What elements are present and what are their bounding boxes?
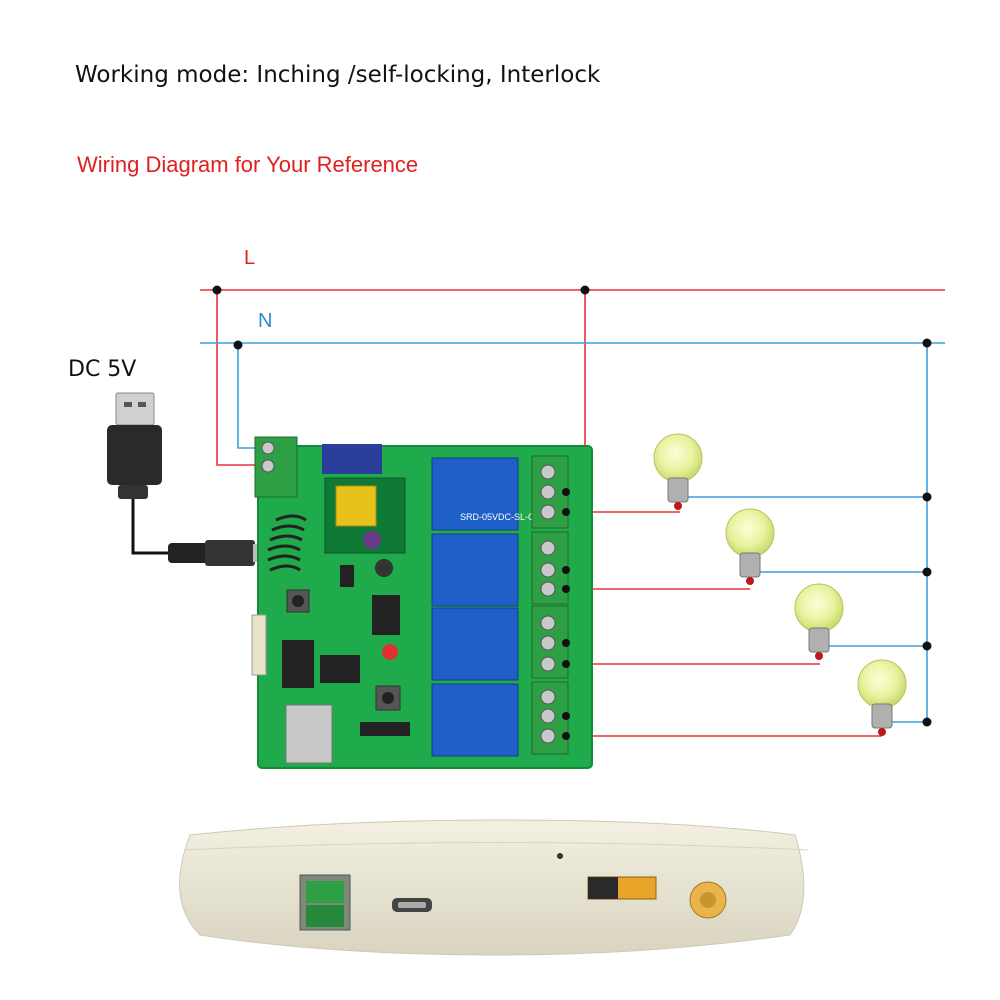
neutral-line-label: N	[258, 310, 272, 332]
output-terminal-block-icon	[531, 455, 569, 755]
dc-jack-icon	[689, 881, 727, 919]
micro-usb-port-icon	[392, 898, 432, 912]
dc-5v-label: DC 5V	[68, 357, 137, 382]
light-bulb-icon	[794, 583, 844, 660]
light-bulb-icon	[653, 433, 703, 510]
light-bulb-icon	[857, 659, 907, 736]
light-bulb-icon	[725, 508, 775, 585]
relay-model-label: SRD-05VDC-SL-C	[460, 512, 535, 522]
input-terminal-block-icon	[254, 436, 298, 498]
live-line-label: L	[244, 247, 255, 269]
working-mode-heading: Working mode: Inching /self-locking, Int…	[75, 62, 601, 88]
usb-plug-icon	[107, 392, 267, 566]
wiring-diagram-title: Wiring Diagram for Your Reference	[77, 152, 419, 177]
case-terminal-block-icon	[299, 874, 351, 931]
relay-icon	[431, 457, 519, 757]
enclosure-case	[179, 819, 809, 956]
